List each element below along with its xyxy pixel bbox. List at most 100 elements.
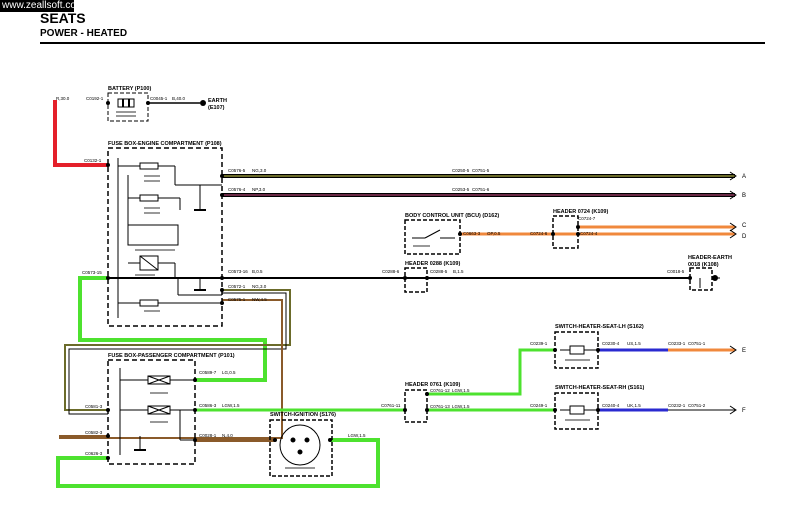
- conn-c0761-11: C0761-11: [381, 403, 401, 408]
- conn-c0233-1: C0233-1: [668, 341, 686, 346]
- terminal-arrows: [729, 171, 737, 415]
- terminal-e: E: [742, 348, 746, 354]
- label-switch-ignition: SWITCH-IGNITION (S176): [270, 412, 336, 418]
- wire-label-ng30-feed: NG,3.0: [252, 284, 267, 289]
- terminal-d: D: [742, 234, 747, 240]
- conn-c0576-5: C0576-5: [228, 168, 246, 173]
- label-header-earth: HEADER-EARTH: [688, 255, 732, 261]
- conn-c0589-7: C0589-7: [199, 370, 217, 375]
- label-earth-ref: (E107): [208, 105, 225, 111]
- wire-feed-loop-b: [68, 292, 287, 415]
- wire-green-ign: [56, 438, 380, 488]
- battery-icon: [116, 98, 136, 117]
- wire-red-battery-feed: [53, 100, 108, 167]
- connector-dots: [106, 101, 692, 460]
- fuse-box-engine-internals: [117, 158, 222, 318]
- watermark: www.zeallsoft.com: [0, 0, 85, 12]
- label-header-earth-ref: 0018 (K108): [688, 262, 719, 268]
- header-0288-box: [404, 267, 428, 293]
- seat-switch-rh-icon: [560, 405, 598, 421]
- conn-c0586-3: C0586-3: [199, 403, 217, 408]
- wire-lgw-to-lh: [427, 348, 555, 396]
- conn-c0249-1: C0249-1: [530, 403, 548, 408]
- earth-icon: [200, 100, 206, 106]
- conn-c0751-1: C0751-1: [688, 341, 706, 346]
- title-divider: [40, 42, 765, 44]
- conn-c0724-4: C0724-4: [580, 231, 598, 236]
- label-earth: EARTH: [208, 98, 227, 104]
- conn-c0028-1: C0028-1: [199, 433, 217, 438]
- conn-c0572-1: C0572-1: [228, 284, 246, 289]
- wire-label-b05-earth: B,0.5: [252, 269, 263, 274]
- wire-label-battery-in: R,30.0: [56, 96, 70, 101]
- conn-c0751-5: C0751-5: [472, 168, 490, 173]
- label-switch-seat-lh: SWITCH-HEATER-SEAT-LH (S162): [555, 324, 644, 330]
- wire-feed-loop-a: [64, 289, 291, 411]
- conn-c0045-1: C0045-1: [150, 96, 168, 101]
- conn-c0250-5: C0250-5: [452, 168, 470, 173]
- header-0724-box: [552, 215, 579, 249]
- wire-label-op05: OP,0.5: [487, 231, 501, 236]
- seat-switch-lh-icon: [560, 345, 598, 361]
- wire-label-np30-b: NP,3.0: [252, 187, 266, 192]
- label-header-0761: HEADER 0761 (K109): [405, 382, 460, 388]
- conn-c0581-3: C0581-3: [85, 404, 103, 409]
- wire-label-n40: N,4.0: [222, 433, 233, 438]
- wire-label-uk15: UK,1.5: [627, 403, 641, 408]
- label-switch-seat-rh: SWITCH-HEATER-SEAT-RH (S161): [555, 385, 644, 391]
- terminal-a: A: [742, 174, 746, 180]
- fuse-box-engine: [107, 147, 223, 327]
- wire-label-b15-earth: B,1.5: [453, 269, 464, 274]
- conn-c0575-1: C0575-1: [228, 297, 246, 302]
- conn-c0132-1: C0132-1: [84, 158, 102, 163]
- switch-seat-rh-box: [554, 392, 599, 430]
- header-earth-icon: [699, 275, 720, 288]
- page-subtitle: POWER - HEATED: [40, 28, 128, 39]
- wire-green-loop: [78, 276, 267, 382]
- label-fuse-box-passenger: FUSE BOX-PASSENGER COMPARTMENT (P101): [108, 353, 235, 359]
- conn-c0761-12: C0761-12: [430, 388, 450, 393]
- wire-label-lgw15-a: LGW,1.5: [452, 388, 470, 393]
- header-earth-box: [689, 267, 713, 291]
- conn-c0288-6: C0288-6: [382, 269, 400, 274]
- wire-label-lgw15-b: LGW,1.5: [222, 403, 240, 408]
- conn-c0240-4: C0240-4: [602, 403, 620, 408]
- conn-c0230-4: C0230-4: [602, 341, 620, 346]
- conn-c0582-3: C0582-3: [85, 430, 103, 435]
- conn-c0576-4: C0576-4: [228, 187, 246, 192]
- conn-c0724-6: C0724-6: [530, 231, 548, 236]
- conn-c0663-3: C0663-3: [463, 231, 481, 236]
- wire-feed-loop-c: [59, 299, 283, 439]
- conn-c0761-13: C0761-13: [430, 404, 450, 409]
- wire-label-lg05: LG,0.5: [222, 370, 236, 375]
- conn-c0253-5: C0253-5: [452, 187, 470, 192]
- battery-box: [107, 92, 149, 122]
- conn-c0192-1: C0192-1: [86, 96, 104, 101]
- conn-c0239-1: C0239-1: [530, 341, 548, 346]
- bcu-internals: [412, 229, 455, 247]
- page-title: SEATS: [40, 10, 86, 26]
- wire-label-lgw15-c: LGW,1.5: [452, 404, 470, 409]
- terminal-f: F: [742, 408, 746, 414]
- terminal-b: B: [742, 193, 746, 199]
- switch-ignition-box: [269, 419, 333, 477]
- wire-label-lgw15-d: LGW,1.5: [348, 433, 366, 438]
- label-header-0724: HEADER 0724 (K109): [553, 209, 608, 215]
- conn-c0573-16: C0573-16: [228, 269, 248, 274]
- terminal-c: C: [742, 223, 747, 229]
- wire-label-ng30-a: NG,3.0: [252, 168, 267, 173]
- wire-label-us15: US,1.5: [627, 341, 641, 346]
- wire-label-nw45: NW,4.5: [252, 297, 267, 302]
- fuse-box-passenger-internals: [119, 368, 195, 455]
- wire-label-battery-out: B,40.0: [172, 96, 186, 101]
- conn-c0288-5: C0288-5: [430, 269, 448, 274]
- conn-c0626-3: C0626-3: [85, 451, 103, 456]
- conn-c0018-5: C0018-5: [667, 269, 685, 274]
- conn-c0573-15: C0573-15: [82, 270, 102, 275]
- ignition-switch-icon: [279, 424, 321, 469]
- conn-c0724-7: C0724-7: [578, 216, 596, 221]
- conn-c0232-1: C0232-1: [668, 403, 686, 408]
- header-0761-box: [404, 389, 428, 423]
- label-header-0288: HEADER 0288 (K109): [405, 261, 460, 267]
